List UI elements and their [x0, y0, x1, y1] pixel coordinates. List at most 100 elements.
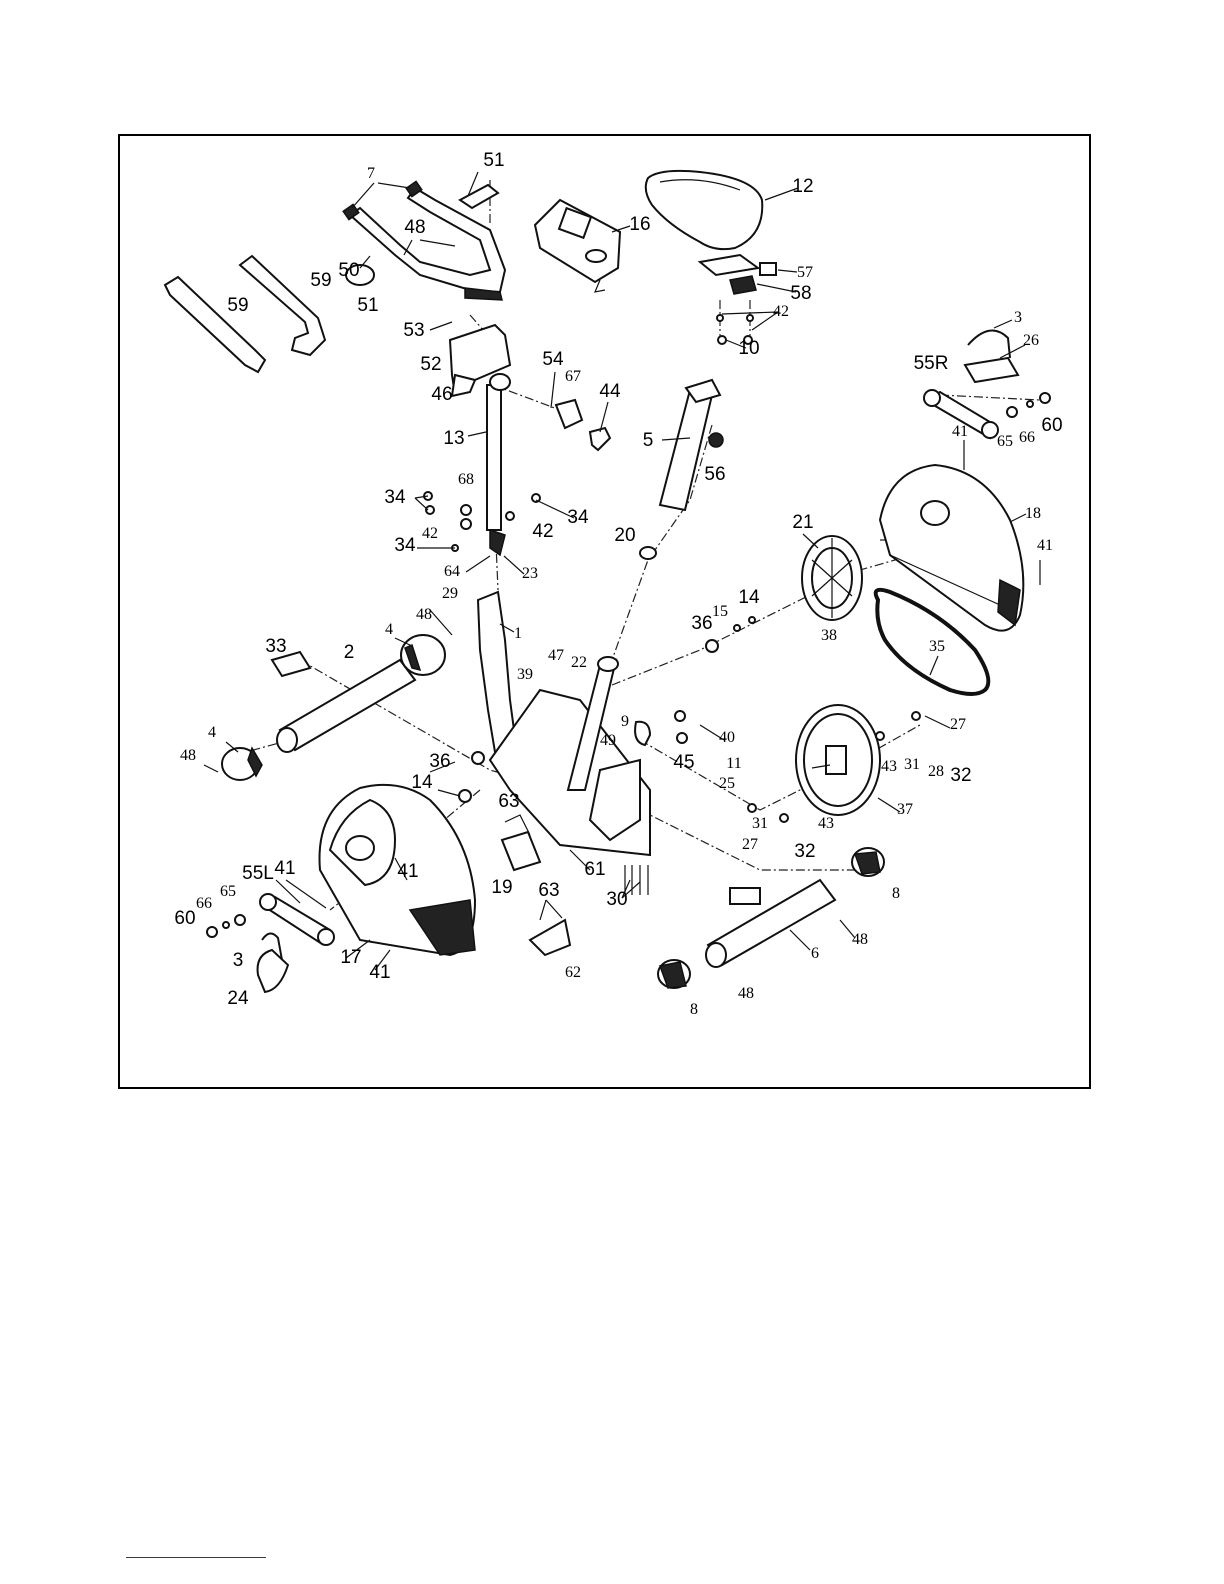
part-label-66b: 66: [196, 895, 212, 912]
grip-left: [165, 277, 265, 372]
part-label-8b: 8: [690, 1001, 698, 1018]
part-label-38: 38: [821, 627, 837, 644]
part-label-4a: 4: [385, 621, 393, 638]
part-label-6: 6: [811, 945, 819, 962]
part-label-49: 49: [600, 732, 616, 749]
handlebar-column: [487, 374, 510, 555]
part-label-34c: 34: [394, 535, 416, 556]
part-label-41e: 41: [369, 962, 390, 983]
part-label-55R: 55R: [914, 353, 949, 374]
part-label-37: 37: [897, 801, 913, 818]
part-label-56: 56: [704, 464, 725, 485]
part-label-62: 62: [565, 964, 581, 981]
part-label-42b: 42: [422, 525, 438, 542]
cap-top: [460, 185, 498, 208]
part-label-3a: 3: [1014, 309, 1022, 326]
end-cap-rear-left: [658, 960, 690, 988]
part-label-28a: 28: [928, 763, 944, 780]
part-label-60b: 60: [174, 908, 195, 929]
part-label-35: 35: [929, 638, 945, 655]
part-label-30: 30: [606, 889, 627, 910]
pedal-left: [258, 933, 288, 992]
part-label-48c: 48: [180, 747, 196, 764]
part-label-29: 29: [442, 585, 458, 602]
part-label-41a: 41: [952, 423, 968, 440]
part-label-27a: 27: [950, 716, 966, 733]
part-label-32a: 32: [950, 765, 971, 786]
part-label-50: 50: [338, 260, 359, 281]
part-label-26: 26: [1023, 332, 1039, 349]
part-label-51a: 51: [483, 150, 504, 171]
part-label-36b: 36: [429, 751, 450, 772]
part-label-53: 53: [403, 320, 424, 341]
part-label-67: 67: [565, 368, 581, 385]
part-label-31a: 31: [904, 756, 920, 773]
part-label-57: 57: [797, 264, 813, 281]
part-label-13: 13: [443, 428, 464, 449]
front-stabilizer: [272, 652, 415, 752]
part-label-41b: 41: [1037, 537, 1053, 554]
part-label-10: 10: [738, 338, 759, 359]
part-label-66a: 66: [1019, 429, 1035, 446]
part-label-7: 7: [367, 165, 375, 182]
bracket-62: [530, 920, 570, 955]
part-label-31b: 31: [752, 815, 768, 832]
part-label-42c: 42: [532, 521, 553, 542]
part-label-17: 17: [340, 947, 361, 968]
part-label-46: 46: [431, 384, 452, 405]
knob: [556, 400, 582, 428]
part-label-36a: 36: [691, 613, 712, 634]
part-label-51b: 51: [357, 295, 378, 316]
part-label-47: 47: [548, 647, 564, 664]
part-label-48a: 48: [404, 217, 425, 238]
end-cap-rear-right: [852, 848, 884, 876]
part-label-52: 52: [420, 354, 441, 375]
end-cap-front-left: [222, 748, 262, 780]
part-label-65b: 65: [220, 883, 236, 900]
pedal-right: [965, 330, 1018, 382]
part-label-44: 44: [599, 381, 621, 402]
part-label-5: 5: [643, 430, 654, 451]
part-label-43b: 43: [818, 815, 834, 832]
part-label-18: 18: [1025, 505, 1041, 522]
part-label-23: 23: [522, 565, 538, 582]
part-label-14b: 14: [411, 772, 433, 793]
part-label-61: 61: [584, 859, 605, 880]
part-label-60a: 60: [1041, 415, 1062, 436]
part-label-59a: 59: [310, 270, 331, 291]
part-label-48e: 48: [738, 985, 754, 1002]
part-label-33: 33: [265, 636, 286, 657]
part-label-34a: 34: [384, 487, 406, 508]
part-label-2: 2: [344, 642, 355, 663]
part-label-58: 58: [790, 283, 811, 304]
part-label-64: 64: [444, 563, 460, 580]
part-label-39: 39: [517, 666, 533, 683]
part-label-43a: 43: [881, 758, 897, 775]
crank-arm-left: [260, 894, 334, 945]
part-label-41d: 41: [274, 858, 295, 879]
part-label-24: 24: [227, 988, 249, 1009]
part-label-19: 19: [491, 877, 512, 898]
pulley: [802, 536, 862, 620]
part-label-20: 20: [614, 525, 635, 546]
part-label-42a: 42: [773, 303, 789, 320]
seat: [646, 171, 776, 294]
part-label-41c: 41: [397, 861, 418, 882]
part-label-8a: 8: [892, 885, 900, 902]
part-label-16: 16: [629, 214, 650, 235]
part-label-25: 25: [719, 775, 735, 792]
part-label-48d: 48: [852, 931, 868, 948]
part-label-32b: 32: [794, 841, 815, 862]
part-label-68: 68: [458, 471, 474, 488]
part-label-22: 22: [571, 654, 587, 671]
part-label-54: 54: [542, 349, 564, 370]
part-label-27b: 27: [742, 836, 758, 853]
part-label-55L: 55L: [242, 863, 274, 884]
chain-cover-right: [880, 465, 1023, 631]
part-label-63b: 63: [538, 880, 559, 901]
part-label-3b: 3: [233, 950, 244, 971]
part-label-48b: 48: [416, 606, 432, 623]
part-label-21: 21: [792, 512, 813, 533]
part-label-65a: 65: [997, 433, 1013, 450]
